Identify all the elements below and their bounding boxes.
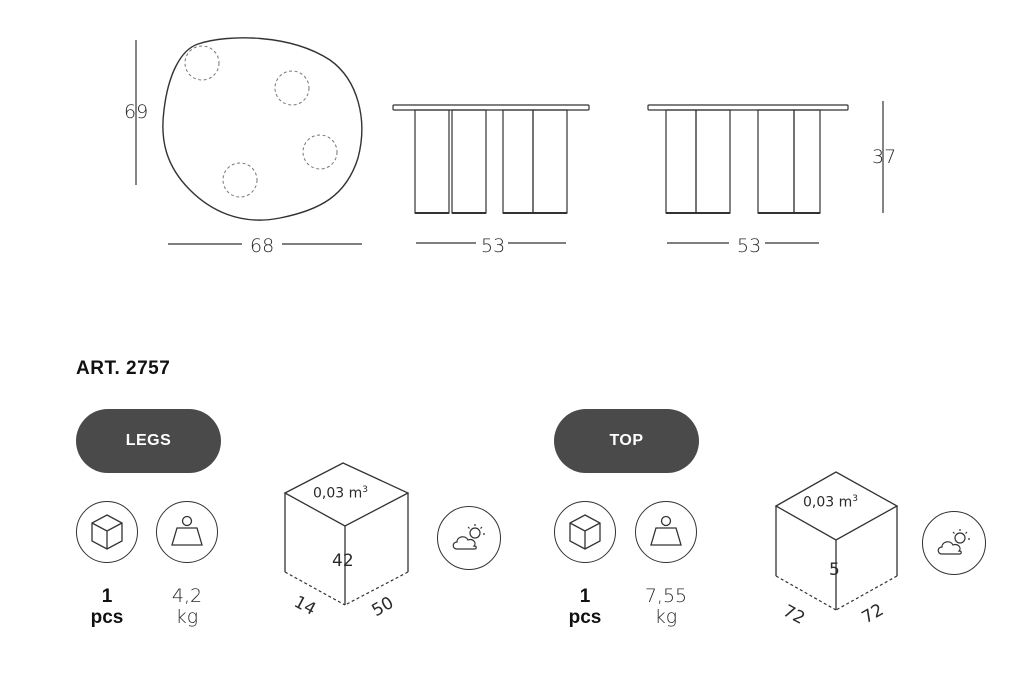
package-legs-volume: 0,03 m3: [313, 485, 368, 502]
package-top-volume: 0,03 m3: [803, 494, 858, 511]
weather-icon: [922, 511, 986, 575]
side-view-width-label: 53: [737, 235, 762, 257]
table-top-outline: [162, 37, 363, 221]
package-legs-box-height: 42: [332, 551, 354, 571]
front-view-width-label: 53: [481, 235, 506, 257]
top-view-width-label: 68: [250, 235, 275, 257]
package-top-box-height: 5: [829, 560, 840, 580]
package-legs-pill: LEGS: [76, 409, 221, 473]
side-view-height-label: 37: [872, 146, 897, 168]
weight-icon: [635, 501, 697, 563]
package-legs-box-drawing: [283, 462, 410, 606]
box-icon: [76, 501, 138, 563]
weather-icon: [437, 506, 501, 570]
weight-icon: [156, 501, 218, 563]
package-top-pill: TOP: [554, 409, 699, 473]
top-view-drawing: [135, 37, 363, 245]
box-icon: [554, 501, 616, 563]
article-number: ART. 2757: [76, 358, 171, 379]
package-top-box-drawing: [774, 471, 899, 611]
side-view-drawing: [647, 101, 884, 244]
top-view-height-label: 69: [124, 101, 149, 123]
front-view-drawing: [392, 104, 590, 244]
